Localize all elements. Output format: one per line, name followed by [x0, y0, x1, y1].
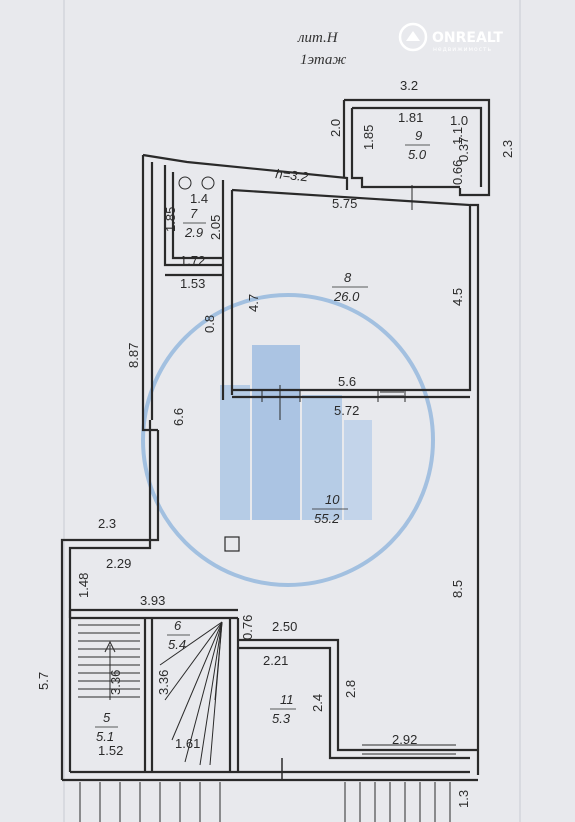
- dim-label: 1.1: [450, 127, 465, 145]
- svg-text:5.0: 5.0: [408, 147, 427, 162]
- dim-label: 2.4: [310, 694, 325, 712]
- dim-label: 8.87: [126, 343, 141, 368]
- watermark-logo: [141, 293, 435, 587]
- dim-label: 5.75: [332, 196, 357, 211]
- watermark-tagline: недвижимость: [433, 46, 492, 53]
- dim-label: 5.6: [338, 374, 356, 389]
- column: [224, 536, 240, 552]
- entrance-steps: [79, 782, 451, 822]
- dim-label: 3.93: [140, 593, 165, 608]
- dim-label: 2.8: [343, 680, 358, 698]
- room-label-8: 8 26.0: [332, 270, 368, 304]
- dim-label: 2.05: [208, 215, 223, 240]
- header-line2: 1этаж: [300, 52, 346, 68]
- svg-text:6: 6: [174, 618, 182, 633]
- dim-label: 1.85: [361, 125, 376, 150]
- dim-label: 3.36: [108, 670, 123, 695]
- windows: [261, 390, 456, 755]
- svg-text:55.2: 55.2: [314, 511, 340, 526]
- svg-text:5.3: 5.3: [272, 711, 291, 726]
- dim-label: 1.48: [76, 573, 91, 598]
- dim-label: 3.2: [400, 78, 418, 93]
- room-label-5: 5 5.1: [95, 710, 118, 744]
- dim-label: 1.0: [450, 113, 468, 128]
- dim-label: 0.76: [240, 615, 255, 640]
- dim-label: 1.3: [456, 790, 471, 808]
- dim-label: 1.72: [180, 253, 205, 268]
- dim-label: 2.21: [263, 653, 288, 668]
- dim-label: 0.8: [202, 315, 217, 333]
- walls: [60, 98, 491, 782]
- dim-label: h=3.2: [275, 166, 310, 184]
- dim-label: 4.7: [246, 294, 261, 312]
- fixture: [178, 176, 192, 190]
- dim-label: 2.92: [392, 732, 417, 747]
- dim-label: 0.37: [456, 137, 471, 162]
- onrealt-logo: [398, 22, 428, 52]
- svg-text:26.0: 26.0: [333, 289, 360, 304]
- dim-label: 5.72: [334, 403, 359, 418]
- svg-text:5: 5: [103, 710, 111, 725]
- stairs-spiral: [159, 621, 223, 766]
- dim-label: 1.61: [175, 736, 200, 751]
- dim-label: 1.81: [398, 110, 423, 125]
- dim-label: 1.85: [163, 207, 178, 232]
- dim-label: 2.3: [500, 140, 515, 158]
- room-label-10: 10 55.2: [312, 492, 348, 526]
- svg-text:5.4: 5.4: [168, 637, 186, 652]
- header-line1: лит.Н: [297, 30, 339, 46]
- dim-label: 4.5: [450, 288, 465, 306]
- dim-label: 2.0: [328, 119, 343, 137]
- dim-label: 2.50: [272, 619, 297, 634]
- dim-label: 1.53: [180, 276, 205, 291]
- dim-label: 2.29: [106, 556, 131, 571]
- dim-label: 5.7: [36, 672, 51, 690]
- room-label-6: 6 5.4: [167, 618, 190, 652]
- dim-label: 0.66: [450, 160, 465, 185]
- room-label-9: 9 5.0: [405, 128, 430, 162]
- svg-text:2.9: 2.9: [184, 225, 203, 240]
- room-label-7: 7 2.9: [183, 206, 206, 240]
- svg-text:10: 10: [325, 492, 340, 507]
- dim-label: 3.36: [156, 670, 171, 695]
- room-label-11: 11 5.3: [270, 692, 296, 726]
- dim-label: 1.4: [190, 191, 208, 206]
- dim-label: 1.52: [98, 743, 123, 758]
- svg-text:11: 11: [280, 692, 294, 707]
- watermark-brand: ONREALT: [432, 30, 503, 46]
- dim-label: 6.6: [171, 408, 186, 426]
- dim-label: 8.5: [450, 580, 465, 598]
- svg-text:9: 9: [415, 128, 422, 143]
- fixture: [201, 176, 215, 190]
- stairs-left: [78, 624, 140, 700]
- svg-text:5.1: 5.1: [96, 729, 114, 744]
- svg-text:7: 7: [190, 206, 198, 221]
- svg-text:8: 8: [344, 270, 352, 285]
- dim-label: 2.3: [98, 516, 116, 531]
